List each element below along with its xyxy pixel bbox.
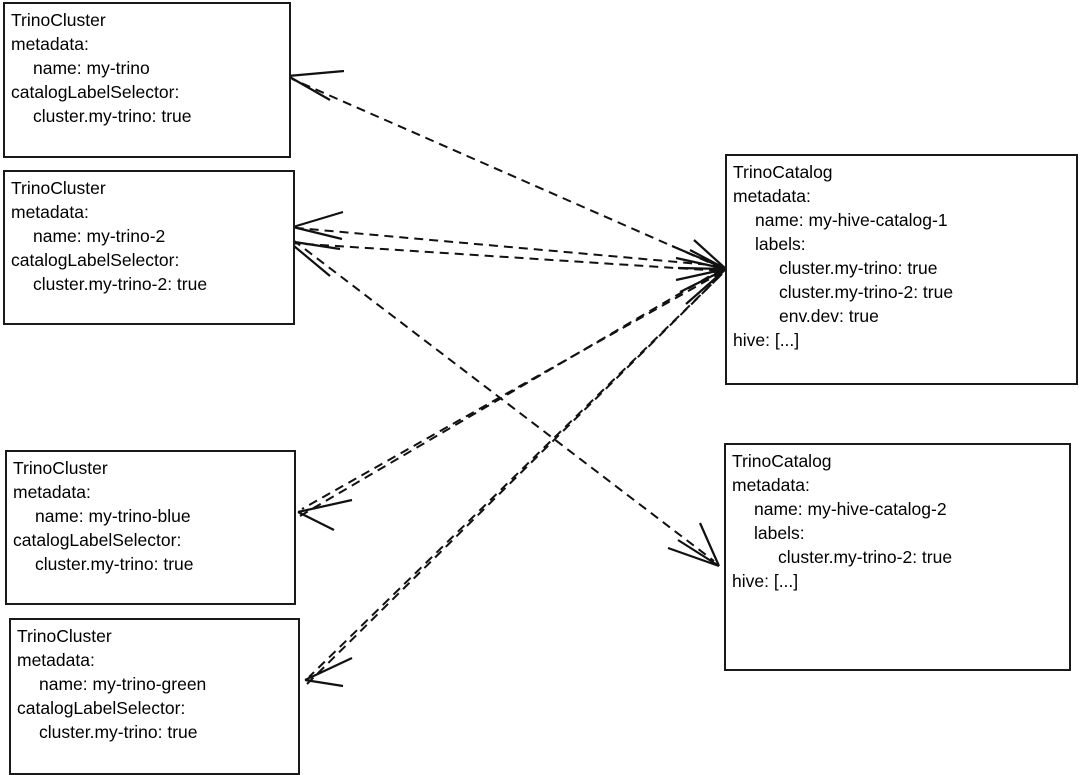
node-line: name: my-hive-catalog-1 xyxy=(755,210,948,230)
node-trinocluster-my-trino-2[interactable]: TrinoCluster metadata: name: my-trino-2 … xyxy=(3,170,295,325)
node-line: TrinoCatalog xyxy=(733,162,833,182)
node-line: TrinoCluster xyxy=(17,626,112,646)
node-line: catalogLabelSelector: xyxy=(11,250,180,270)
arrowhead-my-trino-blue xyxy=(297,498,353,531)
node-line: env.dev: true xyxy=(779,306,879,326)
node-line: labels: xyxy=(755,234,806,254)
node-line: TrinoCluster xyxy=(11,178,106,198)
node-line: name: my-trino-2 xyxy=(33,226,166,246)
node-line: cluster.my-trino: true xyxy=(35,554,194,574)
node-line: metadata: xyxy=(11,34,89,54)
arrowhead-catalog2 xyxy=(667,522,721,568)
node-line: metadata: xyxy=(13,482,91,502)
node-line: name: my-trino-blue xyxy=(35,506,191,526)
node-trinocatalog-my-hive-catalog-1[interactable]: TrinoCatalog metadata: name: my-hive-cat… xyxy=(725,154,1078,385)
node-line: metadata: xyxy=(732,475,810,495)
node-line: metadata: xyxy=(733,186,811,206)
node-line: cluster.my-trino: true xyxy=(33,106,192,126)
node-line: hive: [...] xyxy=(733,330,800,350)
node-line: labels: xyxy=(754,523,805,543)
node-line: metadata: xyxy=(11,202,89,222)
arrowhead-catalog1-hub xyxy=(671,239,727,305)
node-trinocluster-my-trino[interactable]: TrinoCluster metadata: name: my-trino ca… xyxy=(3,2,291,158)
node-line: cluster.my-trino: true xyxy=(39,722,198,742)
node-line: TrinoCatalog xyxy=(732,451,832,471)
node-line: catalogLabelSelector: xyxy=(11,82,180,102)
node-line: cluster.my-trino-2: true xyxy=(778,547,953,567)
edge-my-trino-green-to-catalog1 xyxy=(306,275,721,685)
node-line: name: my-hive-catalog-2 xyxy=(754,499,947,519)
node-line: catalogLabelSelector: xyxy=(13,530,182,550)
node-trinocatalog-my-hive-catalog-2[interactable]: TrinoCatalog metadata: name: my-hive-cat… xyxy=(724,443,1071,671)
node-line: name: my-trino-green xyxy=(39,674,207,694)
edge-my-trino-2-to-catalog1 xyxy=(289,242,723,272)
edge-catalog1-to-my-trino-blue xyxy=(301,271,723,510)
node-line: cluster.my-trino-2: true xyxy=(779,282,954,302)
node-line: TrinoCluster xyxy=(11,10,106,30)
node-line: catalogLabelSelector: xyxy=(17,698,186,718)
node-trinocluster-my-trino-blue[interactable]: TrinoCluster metadata: name: my-trino-bl… xyxy=(5,450,296,605)
node-line: TrinoCluster xyxy=(13,458,108,478)
node-line: hive: [...] xyxy=(732,571,799,591)
edge-catalog1-to-my-trino xyxy=(291,78,723,269)
edge-catalog1-to-my-trino-2 xyxy=(296,227,723,267)
edge-my-trino-2-to-catalog2 xyxy=(292,239,715,562)
arrowhead-my-trino-2-a xyxy=(292,210,344,241)
arrowhead-my-trino xyxy=(287,69,345,101)
node-line: cluster.my-trino-2: true xyxy=(33,274,208,294)
node-line: cluster.my-trino: true xyxy=(779,258,938,278)
edge-my-trino-blue-to-catalog1 xyxy=(299,269,721,517)
node-line: name: my-trino xyxy=(33,58,150,78)
node-line: metadata: xyxy=(17,650,95,670)
node-trinocluster-my-trino-green[interactable]: TrinoCluster metadata: name: my-trino-gr… xyxy=(9,618,300,775)
